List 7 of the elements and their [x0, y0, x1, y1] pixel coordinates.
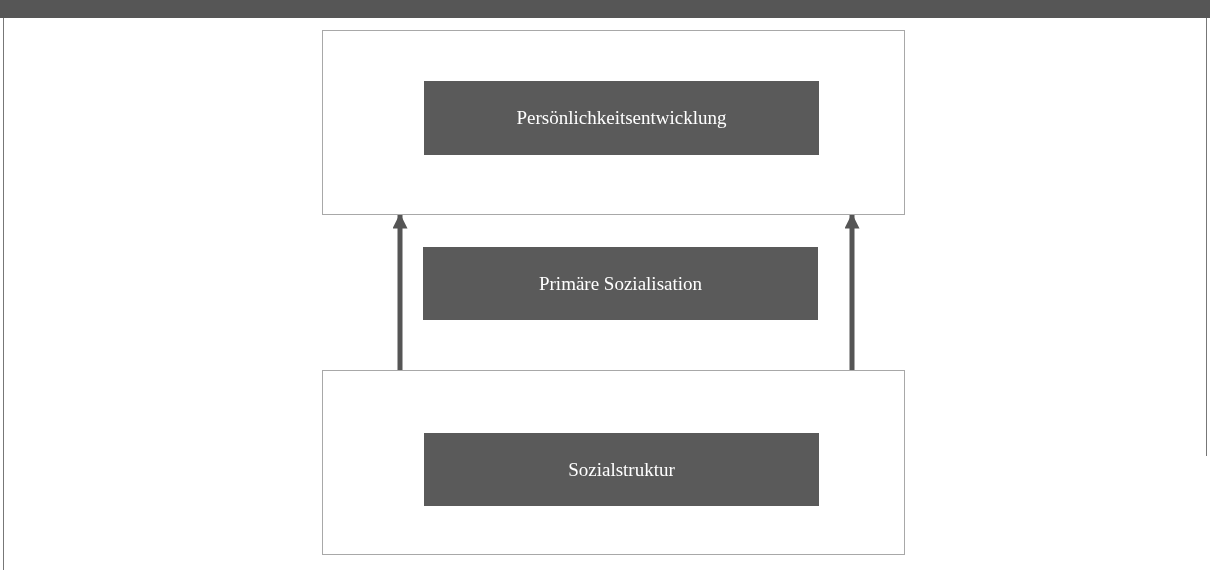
arrow [844, 213, 860, 370]
frame-box [322, 30, 905, 215]
label-box: Persönlichkeitsentwicklung [424, 81, 819, 155]
frame-box [322, 370, 905, 555]
label-box: Primäre Sozialisation [423, 247, 818, 320]
label-box: Sozialstruktur [424, 433, 819, 506]
arrow [392, 213, 408, 370]
